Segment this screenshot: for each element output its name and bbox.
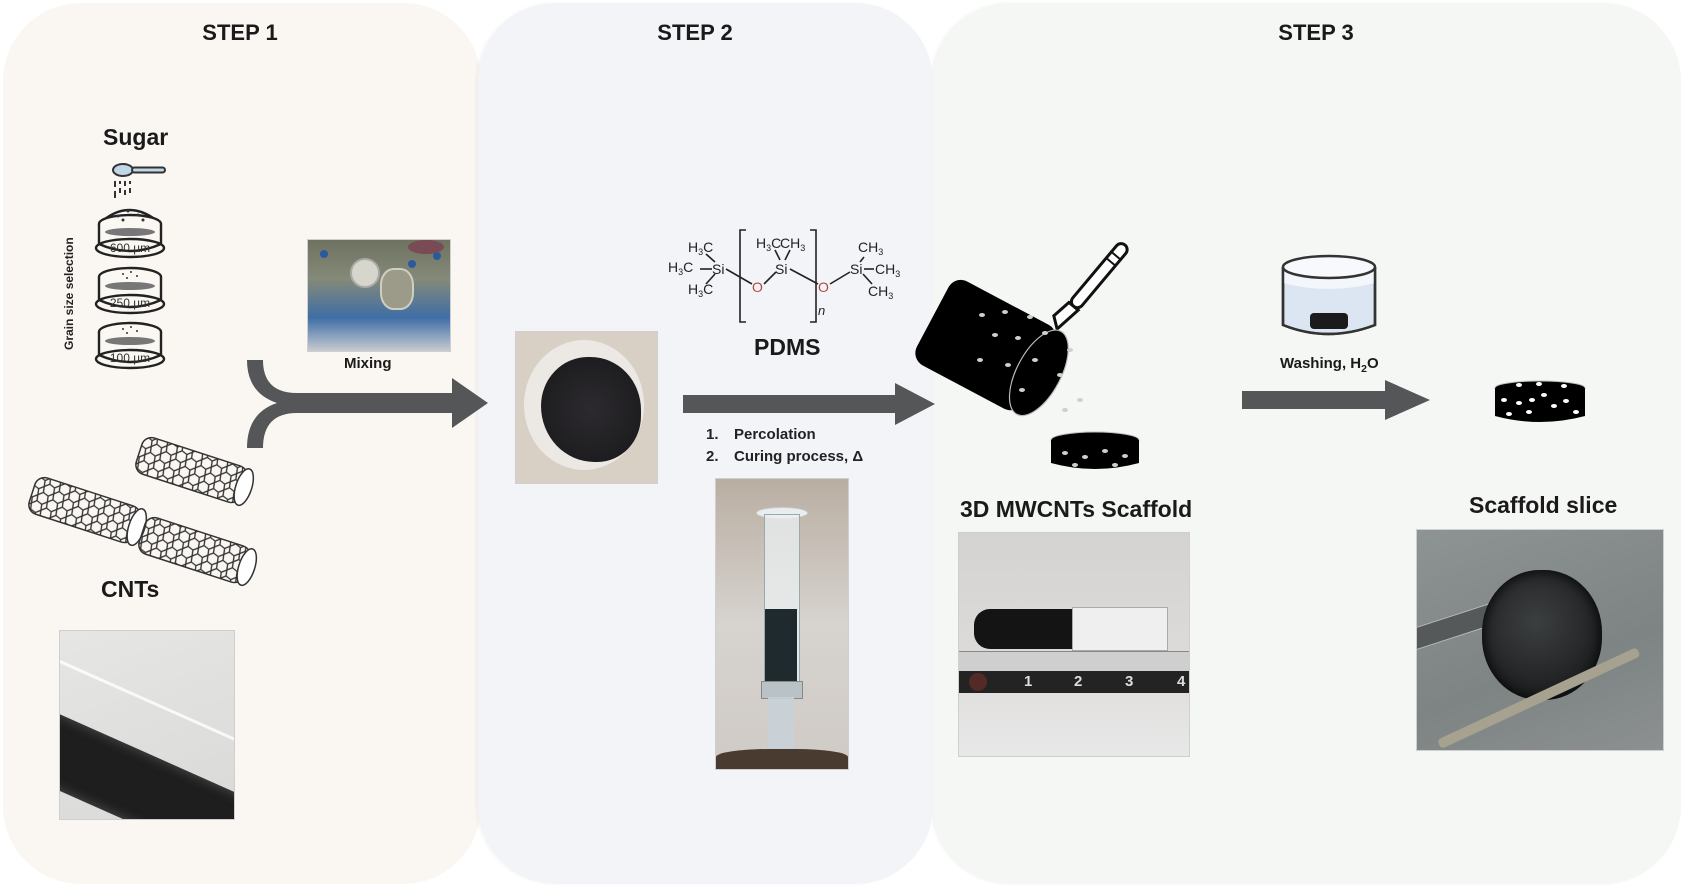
ruler: 1 2 3 4 [959,671,1189,693]
mixing-photo [307,239,451,352]
svg-text:Si: Si [712,261,724,277]
svg-text:CH3: CH3 [780,235,805,253]
washing-arrow-icon [1242,380,1430,420]
scaffold-slice-photo [1416,529,1664,751]
cnts-label: CNTs [101,576,160,602]
sieve-stack-icon: 600 µm 250 µm 100 µm [94,208,166,370]
syringe-percolation-photo [715,478,849,770]
carbon-nanotubes-icon [28,436,258,587]
sieve-100-label: 100 µm [110,351,150,365]
svg-text:O: O [752,279,763,295]
scaffold-label: 3D MWCNTs Scaffold [960,496,1193,522]
pdms-structure-diagram: H3C H3C H3C Si O H3C CH3 Si O Si CH3 CH3… [668,229,900,323]
beaker-washing-icon [1281,254,1377,336]
sieve-600-label: 600 µm [110,241,150,255]
svg-text:CH3: CH3 [875,261,900,279]
process-step: 2.Curing process, Δ [706,448,864,465]
scaffold-cut-icon [915,242,1140,469]
step1-title: STEP 1 [202,20,278,45]
scaffold-disc-icon [1050,431,1140,469]
washing-label: Washing, H2O [1280,355,1379,375]
process-step: 1.Percolation [706,426,816,443]
svg-text:H3C: H3C [756,235,781,253]
pdms-label: PDMS [754,334,821,360]
step3-title: STEP 3 [1278,20,1354,45]
scaffold-slice-icon [1494,380,1586,422]
svg-text:n: n [818,303,825,318]
process-steps-list: 1.Percolation 2.Curing process, Δ [706,424,863,468]
merge-arrow-icon [247,360,488,448]
cnt-tube-photo [59,630,235,820]
svg-text:CH3: CH3 [858,239,883,257]
scaffold-ruler-photo: 1 2 3 4 [958,532,1190,757]
svg-text:H3C: H3C [688,281,713,299]
svg-text:H3C: H3C [688,239,713,257]
sieve-250-label: 250 µm [110,296,150,310]
mixing-label: Mixing [344,355,392,372]
scalpel-icon [1052,242,1129,332]
svg-text:H3C: H3C [668,259,693,277]
svg-text:Si: Si [775,261,787,277]
scaffold-slice-label: Scaffold slice [1469,492,1618,518]
svg-text:Si: Si [850,261,862,277]
svg-text:O: O [818,279,829,295]
step2-title: STEP 2 [657,20,733,45]
process-arrow-icon [683,383,935,425]
sugar-label: Sugar [103,124,169,150]
spoon-icon [112,163,166,198]
sugar-cnt-mixture-photo [515,331,658,484]
grain-size-label: Grain size selection [62,237,76,350]
svg-text:CH3: CH3 [868,283,893,301]
